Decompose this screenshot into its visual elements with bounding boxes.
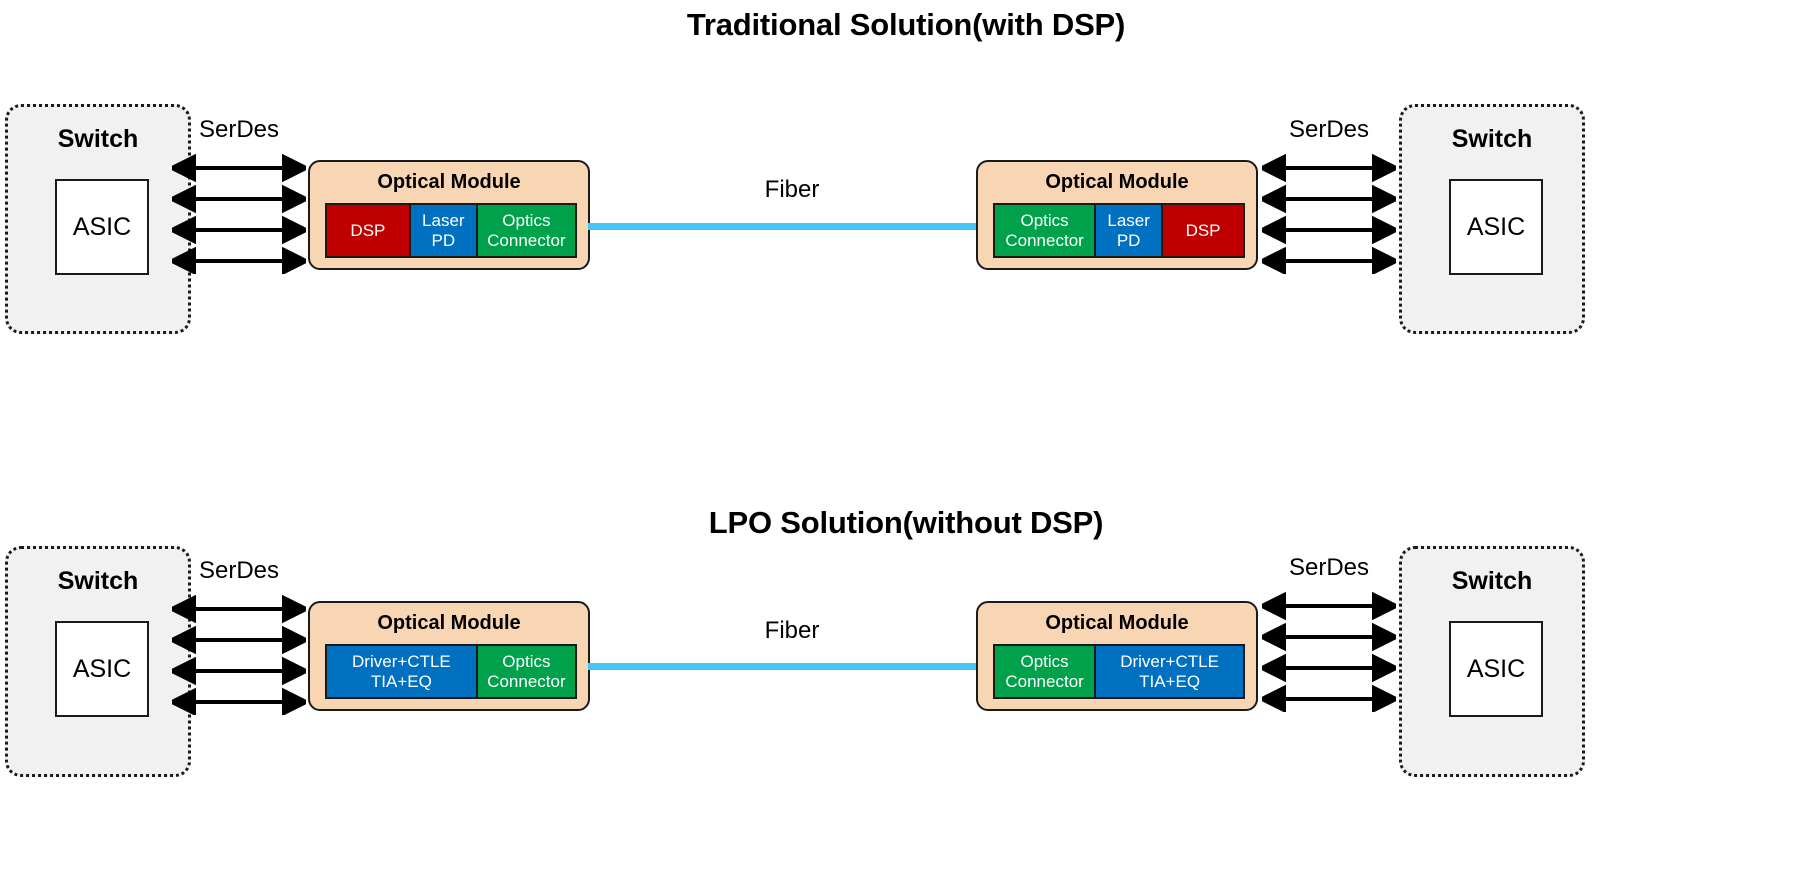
asic-label: ASIC: [1466, 212, 1526, 241]
double-arrow-icon: [1262, 154, 1396, 274]
optical-module-title: Optical Module: [1045, 171, 1189, 193]
fiber-label-bottom: Fiber: [764, 617, 820, 644]
serdes-arrows-top-right: SerDes: [1262, 116, 1396, 274]
serdes-arrows-bottom-right: SerDes: [1262, 554, 1396, 712]
switch-box-top-right: Switch ASIC: [1399, 104, 1585, 334]
asic-box: ASIC: [55, 621, 149, 717]
serdes-label: SerDes: [198, 116, 280, 143]
fiber-link-bottom: [588, 663, 978, 670]
block-dsp: DSP: [1161, 205, 1243, 256]
asic-label: ASIC: [72, 212, 132, 241]
double-arrow-icon: [172, 595, 306, 715]
asic-box: ASIC: [1449, 179, 1543, 275]
switch-label: Switch: [1451, 125, 1533, 153]
optical-module-title: Optical Module: [1045, 612, 1189, 634]
lpo-solution-title: LPO Solution(without DSP): [708, 505, 1104, 540]
switch-label: Switch: [57, 125, 139, 153]
switch-label: Switch: [57, 567, 139, 595]
optical-module-title: Optical Module: [377, 612, 521, 634]
traditional-solution-title: Traditional Solution(with DSP): [686, 7, 1126, 42]
switch-label: Switch: [1451, 567, 1533, 595]
switch-box-bottom-right: Switch ASIC: [1399, 546, 1585, 777]
asic-label: ASIC: [1466, 654, 1526, 683]
fiber-label-top: Fiber: [764, 176, 820, 203]
fiber-link-top: [588, 223, 978, 230]
serdes-arrows-bottom-left: SerDes: [172, 557, 306, 715]
asic-box: ASIC: [55, 179, 149, 275]
serdes-arrows-top-left: SerDes: [172, 116, 306, 274]
serdes-label: SerDes: [1288, 116, 1370, 143]
asic-label: ASIC: [72, 654, 132, 683]
serdes-label: SerDes: [1288, 554, 1370, 581]
switch-box-top-left: Switch ASIC: [5, 104, 191, 334]
optical-module-title: Optical Module: [377, 171, 521, 193]
double-arrow-icon: [172, 154, 306, 274]
block-dsp: DSP: [327, 205, 409, 256]
double-arrow-icon: [1262, 592, 1396, 712]
serdes-label: SerDes: [198, 557, 280, 584]
asic-box: ASIC: [1449, 621, 1543, 717]
